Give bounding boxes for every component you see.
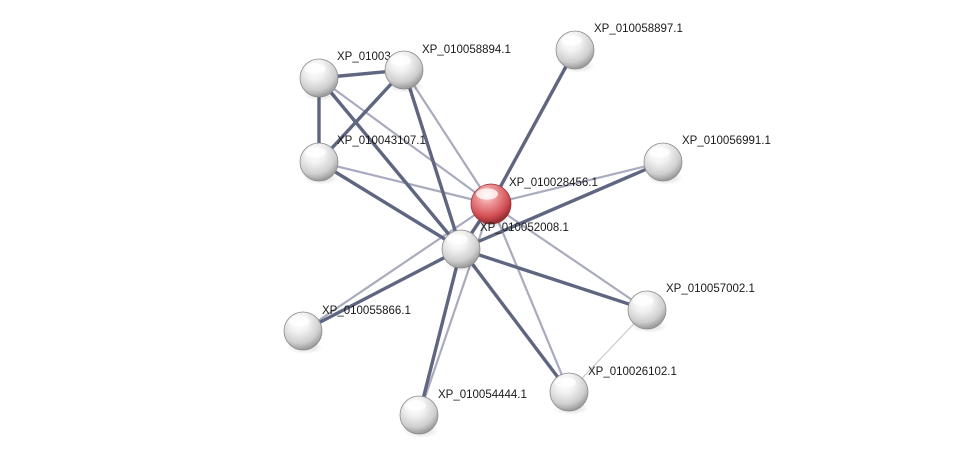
edge-n2-n8 bbox=[459, 247, 649, 312]
edge-n2-n9 bbox=[459, 247, 571, 394]
edge-n1-n8 bbox=[489, 202, 649, 312]
node-n5[interactable] bbox=[384, 50, 425, 93]
edge-n2-n4 bbox=[459, 160, 665, 251]
node-label-n10: XP_010055866.1 bbox=[322, 305, 411, 317]
node-label-n4: XP_010056991.1 bbox=[682, 135, 771, 147]
node-n10[interactable] bbox=[283, 311, 324, 354]
edge-n2-n11 bbox=[417, 247, 463, 417]
node-n2[interactable] bbox=[441, 229, 482, 272]
node-highlight bbox=[389, 55, 411, 66]
node-label-n7: XP_010043107.1 bbox=[337, 135, 426, 147]
node-n9[interactable] bbox=[549, 372, 590, 415]
node-label-n3: XP_010058897.1 bbox=[594, 23, 683, 35]
node-n4[interactable] bbox=[643, 142, 684, 185]
node-highlight bbox=[288, 316, 310, 327]
nodes-layer bbox=[283, 30, 684, 438]
node-label-n11: XP_010054444.1 bbox=[438, 389, 527, 401]
node-highlight bbox=[560, 35, 582, 46]
node-highlight bbox=[304, 147, 326, 158]
node-highlight bbox=[554, 377, 576, 388]
node-highlight bbox=[648, 147, 670, 158]
node-highlight bbox=[404, 400, 426, 411]
edge-n1-n10 bbox=[301, 202, 493, 333]
edge-n1-n4 bbox=[489, 160, 665, 206]
node-label-n2: XP_010052008.1 bbox=[480, 222, 569, 234]
node-highlight bbox=[304, 63, 326, 74]
edge-n1-n9 bbox=[489, 202, 571, 394]
edge-n1-n3 bbox=[489, 48, 577, 206]
node-n8[interactable] bbox=[627, 290, 668, 333]
edge-n1-n11 bbox=[417, 202, 493, 417]
node-highlight bbox=[446, 234, 468, 245]
edge-n2-n10 bbox=[301, 247, 463, 333]
node-label-n9: XP_010026102.1 bbox=[588, 366, 677, 378]
node-n11[interactable] bbox=[399, 395, 440, 438]
node-label-n1: XP_010028456.1 bbox=[509, 177, 598, 189]
node-highlight bbox=[476, 188, 498, 200]
node-n1[interactable] bbox=[470, 183, 512, 228]
node-n6[interactable] bbox=[299, 58, 340, 101]
node-n7[interactable] bbox=[299, 142, 340, 185]
edge-n2-n6 bbox=[317, 76, 463, 251]
node-n3[interactable] bbox=[555, 30, 596, 73]
node-label-n8: XP_010057002.1 bbox=[666, 283, 755, 295]
edge-n1-n5 bbox=[402, 68, 493, 206]
edge-n2-n7 bbox=[317, 160, 463, 251]
labels-layer: XP_010028456.1XP_010052008.1 XP_010058897… bbox=[322, 23, 771, 401]
node-label-n6: XP_01003 bbox=[337, 51, 391, 63]
edge-n1-n6 bbox=[317, 76, 493, 206]
edges-layer bbox=[301, 48, 665, 417]
node-label-n5: XP_010058894.1 bbox=[422, 44, 511, 56]
node-highlight bbox=[632, 295, 654, 306]
edge-n2-n5 bbox=[402, 68, 463, 251]
